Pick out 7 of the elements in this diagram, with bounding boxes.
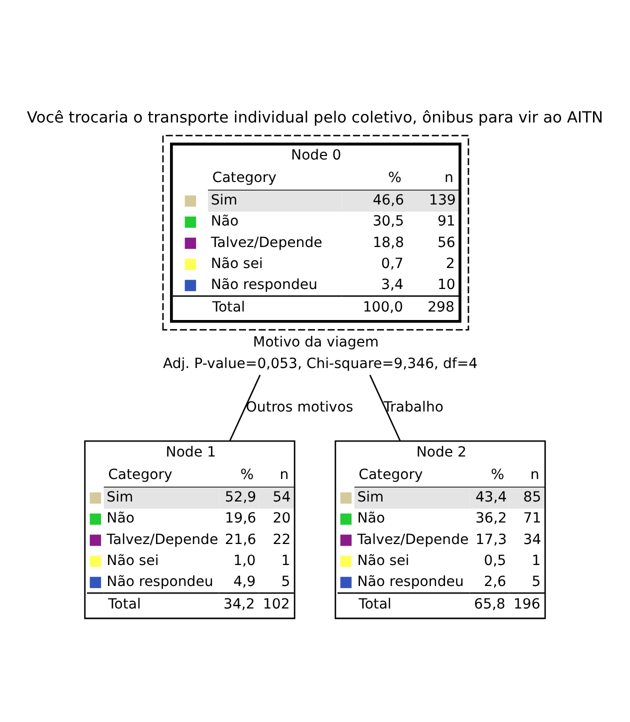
diagram-title: Você trocaria o transporte individual pelo coletivo, ônibus para vir ao AITN [26, 108, 604, 126]
edge-label: Outros motivos [246, 398, 354, 415]
node-label: Adj. P-value=0,053, Chi-square=9,346, df=4 [162, 355, 478, 372]
connector [369, 374, 401, 440]
node-box: Node 0 Category % n Sim 46,6 139 Não 30,5 91 Talvez/Depende 18,8 56 Não sei 0,7 2 Não respondeu 3,4 10 Total 100,0 298 [162, 134, 470, 330]
node-label: Motivo da viagem [253, 334, 379, 350]
connector [229, 374, 261, 440]
